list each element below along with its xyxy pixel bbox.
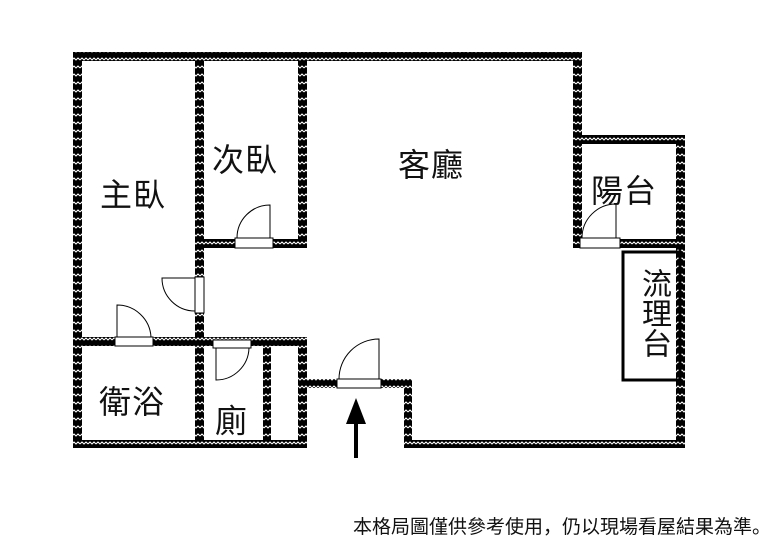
room-label-master-bedroom: 主臥 [100,176,167,214]
walls [73,52,685,448]
disclaimer-note: 本格局圖僅供參考使用，仍以現場看屋結果為準。 [352,516,771,538]
kitchen-counter-outline [621,250,682,382]
room-label-balcony: 陽台 [591,172,658,210]
room-label-bathroom: 衛浴 [99,383,166,421]
room-label-second-bedroom: 次臥 [212,141,279,179]
room-label-toilet: 廁 [215,402,249,440]
arrow-up-icon [346,398,366,458]
room-label-living-room: 客廳 [398,146,465,184]
room-label-kitchen-counter: 流理台 [636,268,671,358]
doors [114,203,621,389]
